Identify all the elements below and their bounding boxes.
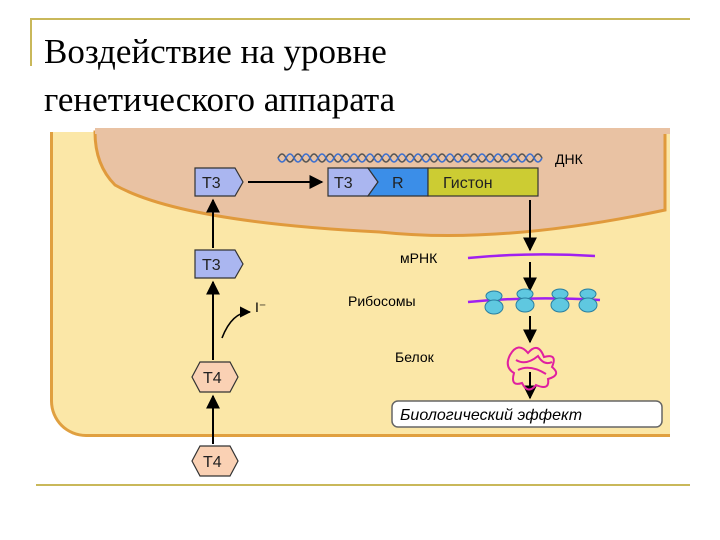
- t3-cytoplasm: Т3: [194, 249, 244, 279]
- title-line-2: генетического аппарата: [44, 80, 396, 119]
- mrna-strand: [467, 253, 596, 260]
- mrna-label: мРНК: [400, 250, 438, 266]
- t4-blood: Т4: [191, 445, 239, 477]
- bottom-rule: [36, 484, 690, 486]
- t4-blood-text: Т4: [203, 454, 222, 471]
- receptor-complex: Т3 R Гистон: [327, 167, 539, 197]
- t3-cytoplasm-text: Т3: [202, 257, 221, 274]
- protein-tangle: [506, 346, 558, 391]
- t4-cell-text: Т4: [203, 370, 222, 387]
- effect-box: Биологический эффект: [391, 400, 663, 428]
- title-line-1: Воздействие на уровне: [44, 32, 387, 71]
- dna-label: ДНК: [555, 151, 584, 167]
- iodide-label: I⁻: [255, 299, 266, 315]
- dna-helix: [277, 153, 543, 163]
- t4-cell: Т4: [191, 361, 239, 393]
- histone-text: Гистон: [443, 175, 493, 192]
- iodide-arrow: [221, 306, 252, 339]
- left-arrows: [206, 175, 324, 444]
- ribosome-group: [484, 288, 598, 315]
- histone-block: [427, 167, 539, 197]
- receptor-text: R: [392, 175, 404, 192]
- slide-title: Воздействие на уровне генетического аппа…: [44, 28, 395, 124]
- t3-nuclear-text: Т3: [202, 175, 221, 192]
- receptor-block: [366, 167, 429, 197]
- effect-text: Биологический эффект: [400, 407, 582, 424]
- top-rule: [30, 18, 690, 20]
- nucleus-top-fill: [95, 128, 670, 134]
- protein-label: Белок: [395, 349, 435, 365]
- t3-nuclear: Т3: [194, 167, 244, 197]
- left-rule: [30, 18, 32, 66]
- ribosomes-label: Рибосомы: [348, 293, 416, 309]
- complex-t3-text: Т3: [334, 175, 353, 192]
